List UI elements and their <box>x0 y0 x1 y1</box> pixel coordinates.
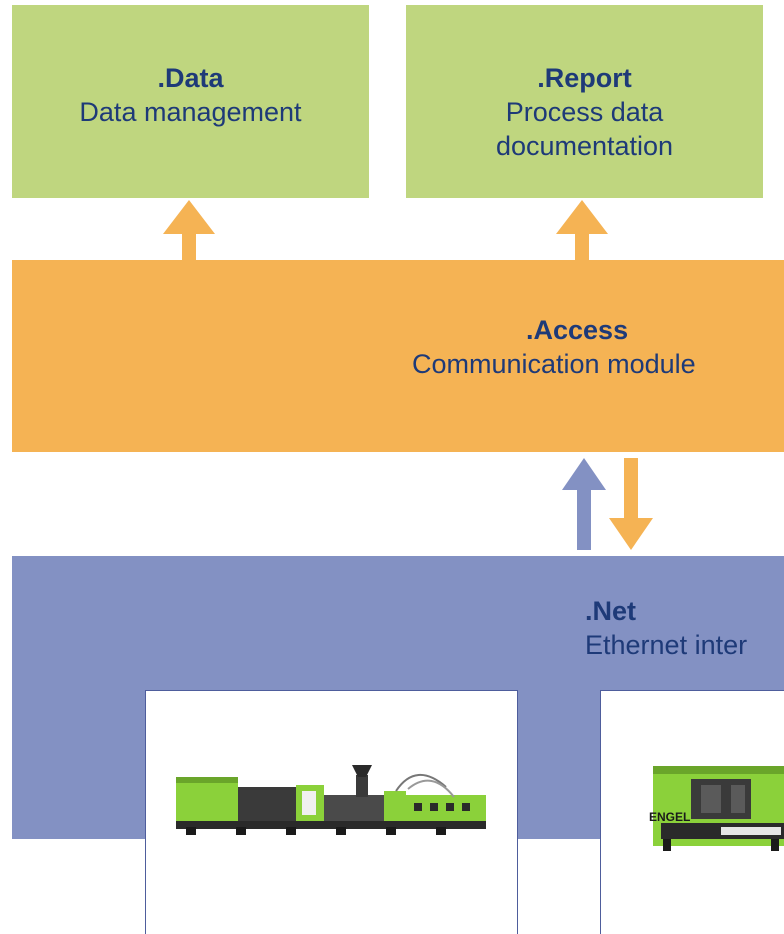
injection-molding-machine-image-2: ENGEL <box>649 766 784 851</box>
arrow-up-to-data-icon <box>163 200 215 262</box>
access-box: .Access Communication module <box>12 260 784 452</box>
injection-molding-machine-image-1 <box>176 765 486 835</box>
arrow-up-from-net-icon <box>562 458 606 550</box>
report-description-line1: Process data <box>505 97 664 127</box>
net-description: Ethernet inter <box>585 630 748 660</box>
report-description-line2: documentation <box>495 131 674 161</box>
machine-card-1 <box>145 690 518 934</box>
machine-brand-label: ENGEL <box>649 810 690 824</box>
data-title: .Data <box>157 63 224 93</box>
arrow-down-to-net-icon <box>609 458 653 550</box>
report-title: .Report <box>537 63 632 93</box>
machine-card-2: ENGEL <box>600 690 784 934</box>
net-title: .Net <box>585 596 637 626</box>
access-title: .Access <box>526 315 629 345</box>
data-box: .Data Data management <box>12 5 369 198</box>
report-box: .Report Process data documentation <box>406 5 763 198</box>
data-description: Data management <box>79 97 302 127</box>
access-description: Communication module <box>412 349 696 379</box>
arrow-up-to-report-icon <box>556 200 608 262</box>
